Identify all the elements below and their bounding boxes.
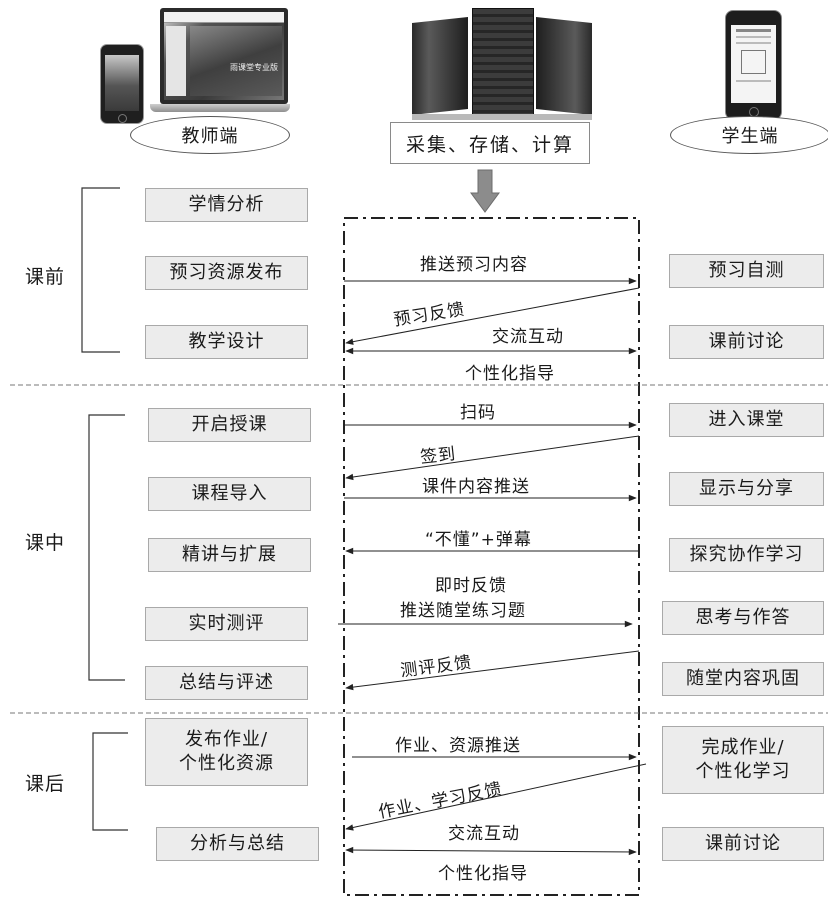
label-sign-in: 签到 [419,444,458,468]
label-push-preview: 推送预习内容 [420,255,528,275]
cloud-boundary [343,217,640,896]
student-box-post-discussion: 课前讨论 [662,827,824,861]
laptop-slide-text: 雨课堂专业版 [230,63,278,72]
teacher-phone-image [100,44,144,124]
phase-during: 课中 [25,532,66,554]
label-homework-push: 作业、资源推送 [395,736,521,756]
label-guide-1: 个性化指导 [465,364,555,384]
student-label: 学生端 [670,116,828,154]
student-box-consolidate: 随堂内容巩固 [662,662,824,696]
center-processing-label: 采集、存储、计算 [390,122,590,164]
student-box-think-answer: 思考与作答 [662,601,824,635]
label-exchange-2: 交流互动 [448,824,520,844]
phase-before: 课前 [25,266,66,288]
label-courseware-push: 课件内容推送 [422,477,530,497]
phase-after: 课后 [25,773,66,795]
teacher-box-homework: 发布作业/ 个性化资源 [145,718,308,786]
bracket-after [92,732,128,831]
teacher-box-homework-line2: 个性化资源 [179,753,274,774]
student-box-pre-discussion: 课前讨论 [669,325,824,359]
teacher-box-summary: 总结与评述 [145,666,308,700]
teacher-box-design: 教学设计 [145,325,308,359]
label-push-exercises: 推送随堂练习题 [400,601,526,621]
teacher-box-start-class: 开启授课 [148,408,311,442]
student-box-enter-class: 进入课堂 [669,403,824,437]
label-scan: 扫码 [460,403,496,423]
student-box-complete-line1: 完成作业/ [701,736,785,758]
teacher-box-analysis-summary: 分析与总结 [156,827,319,861]
student-box-self-test: 预习自测 [669,254,824,288]
student-box-display-share: 显示与分享 [669,472,824,506]
arrow-sign-in [345,435,640,481]
label-instant-feedback: 即时反馈 [435,576,507,596]
arrow-homework-feedback [345,763,647,831]
student-box-explore: 探究协作学习 [669,538,824,572]
student-phone-image [725,10,782,120]
teacher-label: 教师端 [130,116,290,154]
server-image [412,8,592,120]
laptop-image: 雨课堂专业版 [150,8,290,113]
label-guide-2: 个性化指导 [438,864,528,884]
down-arrow [470,169,500,213]
teacher-box-publish-preview: 预习资源发布 [145,256,308,290]
teacher-box-homework-line1: 发布作业/ [184,728,269,750]
label-dont-understand: “不懂”+弹幕 [425,530,532,550]
teacher-box-intro: 课程导入 [148,477,311,511]
arrow-quiz-feedback [345,650,640,691]
student-box-complete: 完成作业/ 个性化学习 [662,726,824,794]
arrow-preview-feedback [345,287,640,345]
arrow-exchange-2 [345,846,637,856]
teacher-box-quiz: 实时测评 [145,607,308,641]
teacher-box-analysis: 学情分析 [145,188,308,222]
label-exchange-1: 交流互动 [492,327,564,347]
bracket-during [88,414,125,681]
student-box-complete-line2: 个性化学习 [695,761,791,782]
bracket-before [81,187,120,353]
teacher-box-lecture: 精讲与扩展 [148,538,311,572]
